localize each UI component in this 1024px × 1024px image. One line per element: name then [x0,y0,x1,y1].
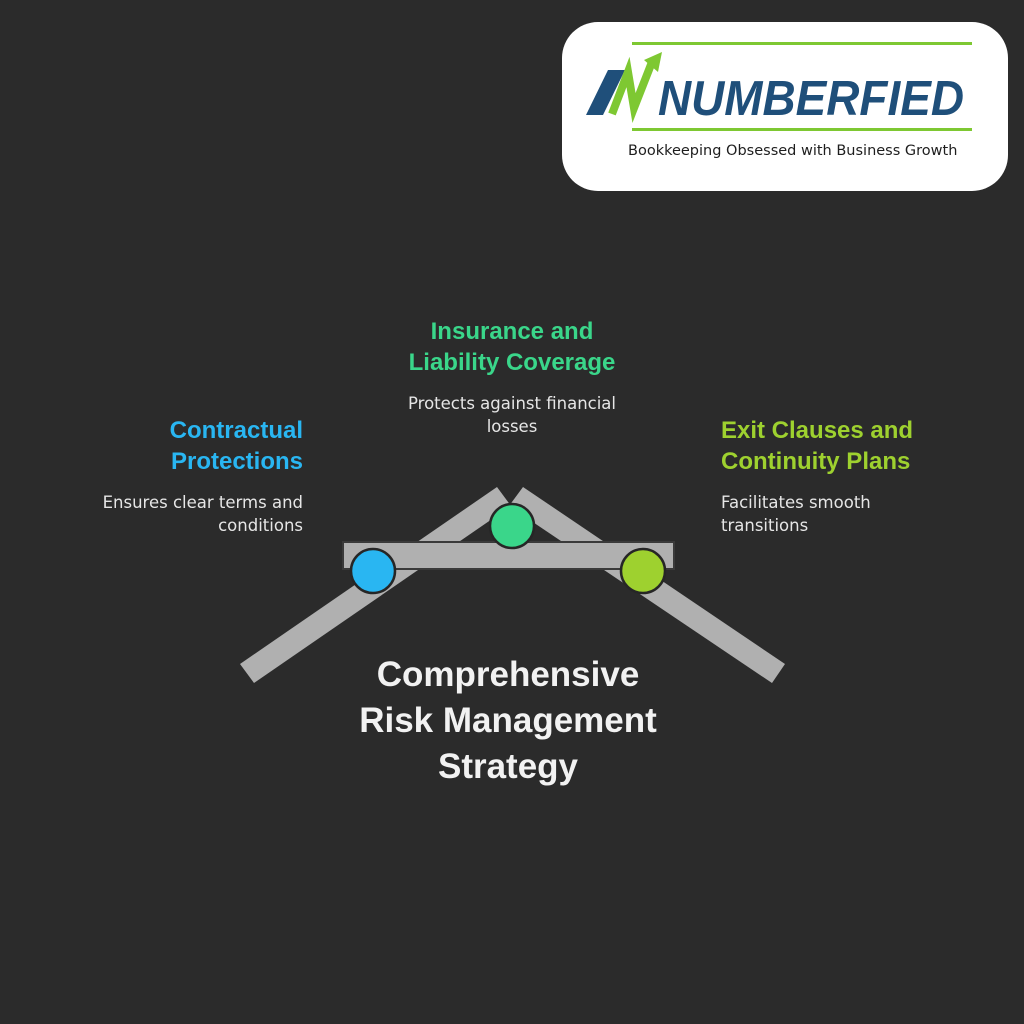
item-description-exit: Facilitates smooth transitions [721,493,871,535]
node-insurance-icon [488,502,536,550]
item-heading-contractual: Contractual Protections [169,417,303,475]
item-heading-exit: Exit Clauses and Continuity Plans [721,417,914,475]
item-heading-insurance: Insurance and Liability Coverage [408,318,616,376]
item-description-insurance: Protects against financial losses [408,394,616,436]
node-contractual-icon [349,547,397,595]
diagram-title: Comprehensive Risk Management Strategy [359,655,657,786]
logo-card: NUMBERFIED Bookkeeping Obsessed with Bus… [562,22,1008,191]
item-description-contractual: Ensures clear terms and conditions [102,493,303,535]
brand-tagline: Bookkeeping Obsessed with Business Growt… [628,143,958,159]
numberfied-logo: NUMBERFIED [586,42,972,131]
logo-wordmark: NUMBERFIED [658,72,964,126]
node-exit-icon [619,547,667,595]
